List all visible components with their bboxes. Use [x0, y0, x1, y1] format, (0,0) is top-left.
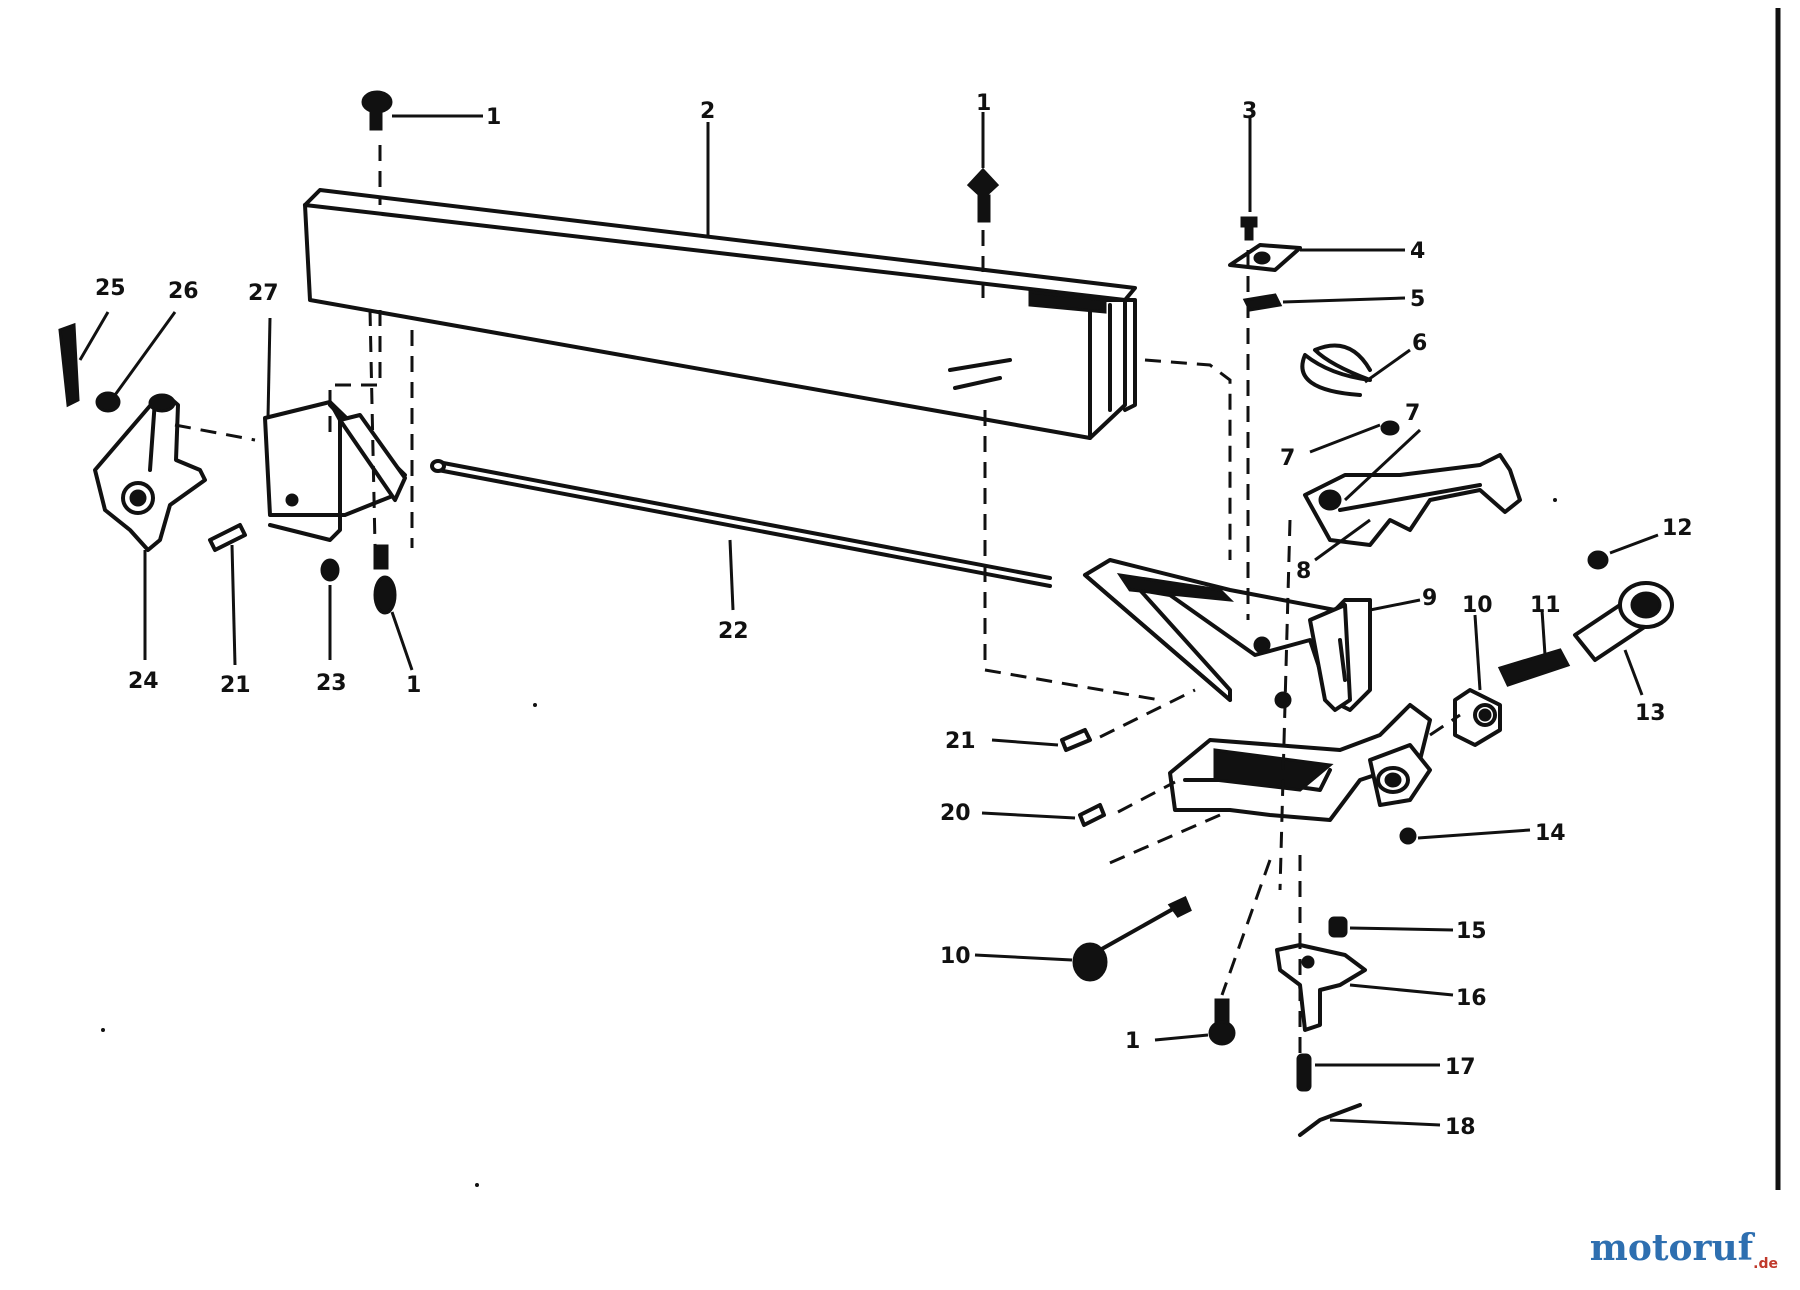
spring-part-5: [1242, 293, 1283, 312]
callout-5: 5: [1410, 287, 1425, 312]
callout-1-top-left: 1: [486, 105, 501, 130]
callout-4: 4: [1410, 239, 1425, 264]
bracket-part-16: [1275, 943, 1367, 1032]
site-watermark: motoruf.de: [1590, 1227, 1778, 1272]
callout-6: 6: [1412, 331, 1427, 356]
pin-part-21-left: [208, 523, 247, 552]
washer-part-12: [1587, 550, 1609, 570]
callout-9: 9: [1422, 586, 1437, 611]
callout-13: 13: [1635, 701, 1666, 726]
callout-25: 25: [95, 276, 126, 301]
washer-part-26: [95, 391, 121, 413]
screw-part-15: [1328, 916, 1348, 938]
callout-24: 24: [128, 669, 159, 694]
callout-18: 18: [1445, 1115, 1476, 1140]
callout-17: 17: [1445, 1055, 1476, 1080]
callout-20: 20: [940, 801, 971, 826]
callout-1-top-center: 1: [976, 91, 991, 116]
scan-specks: [101, 498, 1557, 1187]
callout-21-right: 21: [945, 729, 976, 754]
callout-12: 12: [1662, 516, 1693, 541]
callout-16: 16: [1456, 986, 1487, 1011]
callout-26: 26: [168, 279, 199, 304]
callout-8: 8: [1296, 559, 1311, 584]
callout-11: 11: [1530, 593, 1561, 618]
screw-part-3: [1240, 216, 1258, 241]
rear-rod: [430, 459, 1052, 588]
screw-part-23: [320, 558, 340, 582]
watermark-suffix: .de: [1753, 1256, 1778, 1272]
callout-labels: 1 2 1 3 4 5 6 7 7 8 9 10 11 12 13 14 21 …: [95, 91, 1693, 1140]
lock-lever-part-8: [1303, 420, 1522, 547]
pin-part-20: [1078, 803, 1106, 827]
pin-part-25: [58, 322, 80, 408]
callout-21-left: 21: [220, 673, 251, 698]
callout-2: 2: [700, 99, 715, 124]
watermark-brand: motoruf: [1589, 1226, 1754, 1269]
assembly-lines: [174, 145, 1461, 1060]
callout-15: 15: [1456, 919, 1487, 944]
clamp-bracket-part-24: [93, 393, 207, 552]
callout-3: 3: [1242, 99, 1257, 124]
callout-27: 27: [248, 281, 279, 306]
pin-part-21-right: [1060, 728, 1092, 752]
callout-10-lower: 10: [940, 944, 971, 969]
callout-23: 23: [316, 671, 347, 696]
ball-part-14: [1399, 827, 1417, 845]
cam-part-10: [1453, 688, 1502, 747]
screw-top-left: [361, 90, 393, 131]
callout-10-upper: 10: [1462, 593, 1493, 618]
callout-14: 14: [1535, 821, 1566, 846]
callout-22: 22: [718, 619, 749, 644]
callout-7-upper: 7: [1405, 401, 1420, 426]
pin-part-18: [1298, 1103, 1362, 1137]
spring-part-11: [1497, 648, 1571, 687]
fence-lock-base-part-9: [1083, 558, 1432, 822]
screw-top-center: [966, 167, 1000, 223]
screw-lower-right: [1208, 998, 1236, 1046]
screw-part-17: [1296, 1053, 1312, 1092]
leader-lines: [78, 112, 1659, 1127]
knob-part-13: [1573, 581, 1674, 662]
bolt-part-19: [1072, 895, 1192, 982]
fence-rail: [303, 188, 1137, 440]
clip-part-6: [1300, 343, 1372, 397]
callout-1-lower-left: 1: [406, 673, 421, 698]
callout-1-lower-right: 1: [1125, 1029, 1140, 1054]
end-bracket-part-27: [263, 400, 407, 542]
screw-lower-left: [373, 544, 397, 615]
callout-7-lower: 7: [1280, 446, 1295, 471]
